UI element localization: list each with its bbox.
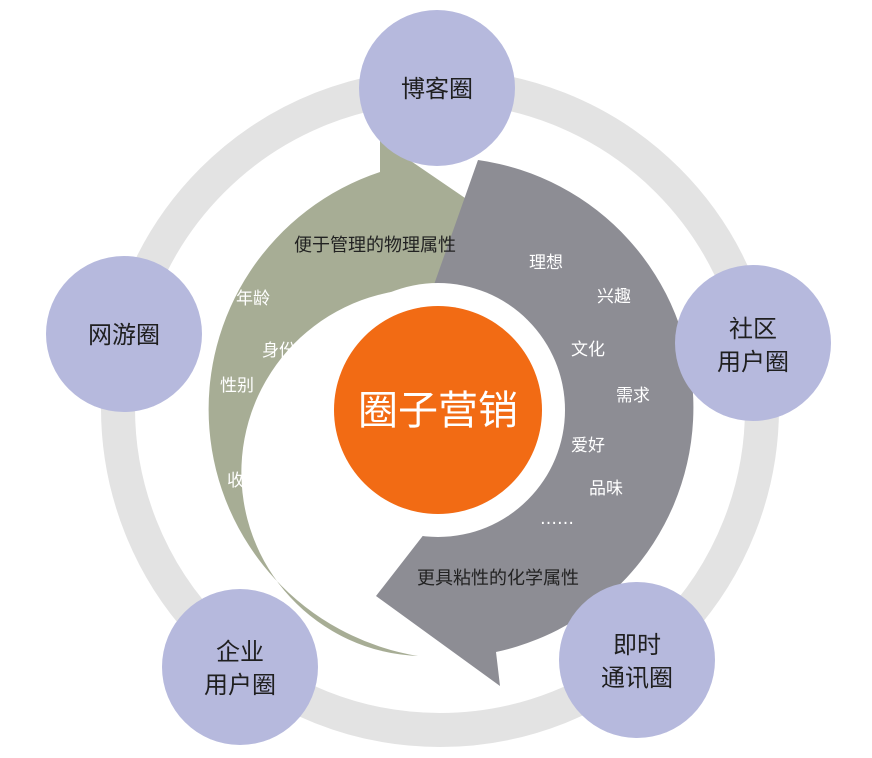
left-attr-item: 身份 [262, 341, 296, 361]
circle-online-game-label: 网游圈 [88, 321, 160, 349]
right-attr-item: …… [540, 509, 574, 529]
circle-online-game: 网游圈 [46, 256, 202, 412]
circle-instant-messaging: 即时 通讯圈 [559, 582, 715, 738]
circle-instant-messaging-label-line2: 通讯圈 [601, 664, 673, 692]
right-arrow-title: 更具粘性的化学属性 [417, 568, 579, 589]
left-attr-item: 年龄 [236, 289, 270, 309]
circle-enterprise: 企业 用户圈 [162, 589, 318, 745]
left-attr-item: 职业 [260, 416, 294, 436]
circle-community: 社区 用户圈 [675, 265, 831, 421]
right-attr-item: 品味 [589, 479, 623, 499]
right-attr-item: 文化 [571, 340, 605, 360]
circle-enterprise-label-line1: 企业 [216, 638, 264, 666]
circle-instant-messaging-label-line1: 即时 [613, 631, 661, 659]
left-arrow-title: 便于管理的物理属性 [294, 235, 456, 256]
right-attr-item: 理想 [529, 253, 563, 273]
right-attr-item: 需求 [616, 386, 650, 406]
center-circle [334, 306, 542, 514]
circle-blog: 博客圈 [359, 10, 515, 166]
left-attr-item: …… [284, 551, 318, 571]
left-attr-item: 性别 [220, 376, 254, 396]
circle-community-label-line2: 用户圈 [717, 348, 789, 376]
left-attr-item: 收入 [227, 471, 261, 491]
circle-blog-label: 博客圈 [401, 75, 473, 103]
right-attr-item: 兴趣 [597, 287, 631, 307]
center-label: 圈子营销 [358, 388, 518, 434]
circle-enterprise-label-line2: 用户圈 [204, 671, 276, 699]
left-attr-item: 籍贯 [290, 503, 324, 523]
left-arrow [208, 140, 506, 656]
circle-community-label-line1: 社区 [729, 315, 777, 343]
right-attr-item: 爱好 [571, 436, 605, 456]
